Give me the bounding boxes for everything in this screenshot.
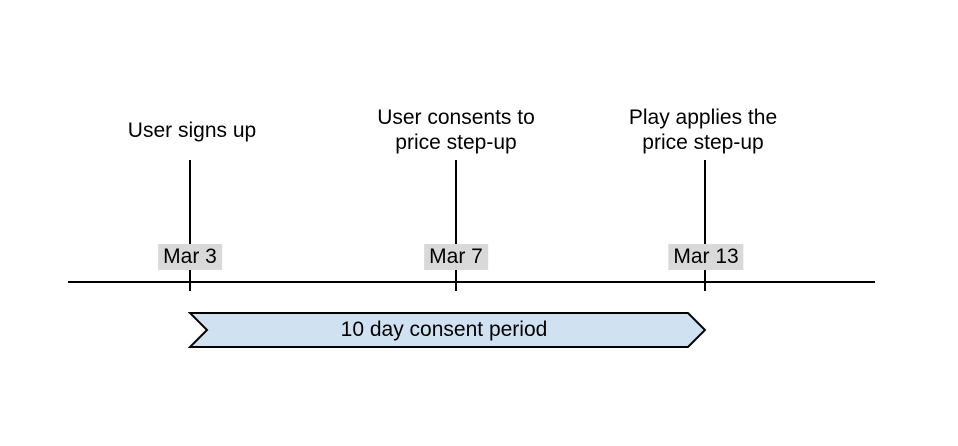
- date-chip-mar-13: Mar 13: [668, 244, 744, 270]
- consent-period-ribbon-shape: [188, 312, 707, 348]
- date-chip-mar-3: Mar 3: [158, 244, 222, 270]
- tick-line-mar-7: [455, 160, 457, 291]
- event-label-play-applies: Play applies the price step-up: [628, 106, 778, 154]
- consent-period-ribbon: [188, 312, 707, 348]
- event-label-user-signs-up: User signs up: [127, 118, 257, 142]
- tick-line-mar-13: [704, 160, 706, 291]
- tick-line-mar-3: [189, 160, 191, 291]
- event-label-user-consents: User consents to price step-up: [377, 106, 535, 154]
- timeline-axis: [68, 281, 875, 283]
- date-chip-mar-7: Mar 7: [424, 244, 488, 270]
